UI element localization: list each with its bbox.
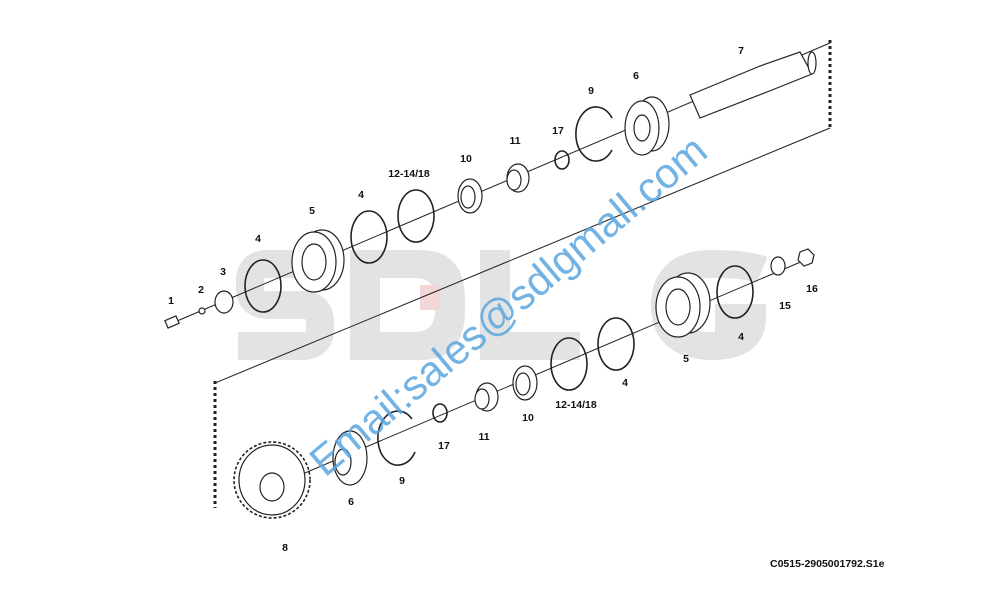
callout-4: 4: [255, 233, 261, 245]
top-assembly: [164, 51, 817, 329]
washer-part-15: [770, 256, 786, 276]
watermark-letter-d: [350, 250, 465, 360]
ring-part-4b: [350, 210, 388, 264]
bottom-assembly: [233, 248, 815, 519]
callout-8: 8: [282, 542, 288, 554]
washer-part-2: [198, 307, 206, 315]
callout-4b: 4: [358, 189, 364, 201]
callout-10b: 10: [522, 412, 534, 424]
ring-part-4: [244, 259, 282, 313]
callout-1: 1: [168, 295, 174, 307]
snap-ring-part-9b: [377, 410, 416, 466]
ring-part-12-14-18: [397, 189, 435, 243]
callout-7: 7: [738, 45, 744, 57]
callout-5: 5: [309, 205, 315, 217]
callout-16: 16: [806, 283, 818, 295]
callout-11b: 11: [478, 431, 489, 443]
bottom-callouts: 16 15 4 5 4 12-14/18 10 11 17 9 6 8: [282, 283, 818, 554]
top-callouts: 1 2 3 4 5 4 12-14/18 10 11 17 9 6 7: [168, 45, 744, 307]
bolt-part-1: [164, 315, 180, 329]
callout-5b: 5: [683, 353, 689, 365]
callout-2: 2: [198, 284, 204, 296]
callout-17: 17: [552, 125, 564, 137]
callout-6b: 6: [348, 496, 354, 508]
callout-3: 3: [220, 266, 226, 278]
nut-part-16: [797, 248, 815, 267]
callout-15: 15: [779, 300, 791, 312]
ring-part-4c: [716, 265, 754, 319]
callout-9b: 9: [399, 475, 405, 487]
ring-part-17: [554, 150, 570, 170]
connector-line: [214, 127, 831, 384]
watermark-red-square: [420, 285, 440, 310]
gear-part-8: [233, 441, 311, 519]
snap-ring-part-9: [575, 106, 613, 162]
ring-part-4d: [597, 317, 635, 371]
callout-4d: 4: [622, 377, 628, 389]
ring-part-17b: [432, 403, 448, 423]
callout-10: 10: [460, 153, 472, 165]
drawing-code: C0515-2905001792.S1e: [770, 558, 885, 570]
callout-4c: 4: [738, 331, 744, 343]
ring-part-12-14-18b: [550, 337, 588, 391]
watermark-letter-l: [480, 250, 580, 360]
callout-11: 11: [509, 135, 520, 147]
callout-12-14-18b: 12-14/18: [555, 399, 597, 411]
callout-12-14-18: 12-14/18: [388, 168, 430, 180]
plate-part-3: [214, 290, 234, 314]
callout-9: 9: [588, 85, 594, 97]
watermark-letter-s: [236, 250, 334, 360]
callout-17b: 17: [438, 440, 450, 452]
callout-6: 6: [633, 70, 639, 82]
shaft-part-7: [689, 51, 813, 119]
